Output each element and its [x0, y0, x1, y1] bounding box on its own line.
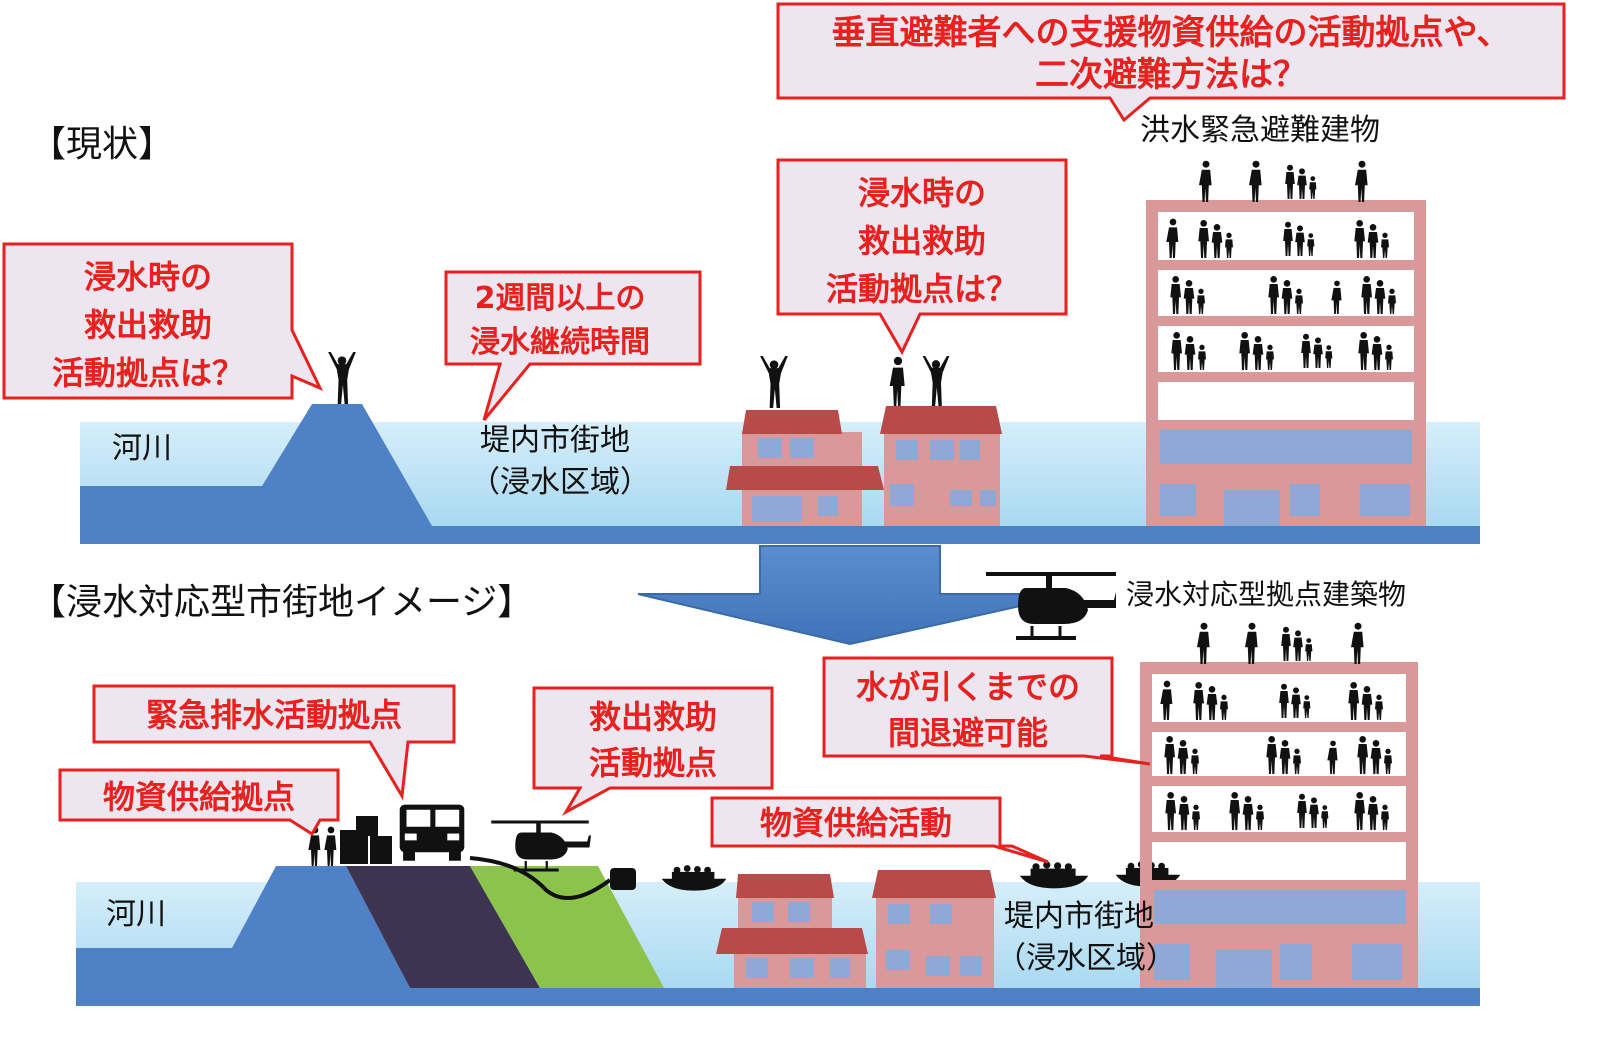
bottom-ground [76, 988, 1480, 1006]
callout-supply-base: 物資供給拠点 [58, 768, 340, 837]
callout-supply-question-line2: 二次避難方法は？ [1035, 55, 1307, 95]
callout-wait-until-recede: 水が引くまでの 間退避可能 [822, 656, 1151, 766]
callout-wait-line2: 間退避可能 [888, 714, 1048, 752]
callout-supply-activity-text: 物資供給活動 [760, 804, 952, 842]
callout-rescue-left-line2: 救出救助 [84, 306, 212, 344]
bottom-levee-green [470, 866, 664, 988]
bottom-district-label-1: 堤内市街地 [1004, 899, 1154, 934]
callout-supply-question: 垂直避難者への支援物資供給の活動拠点や、 二次避難方法は？ [776, 2, 1566, 123]
house-middle [880, 406, 1002, 526]
pump-outlet [610, 868, 636, 890]
person-icon [760, 356, 788, 408]
person-icon [922, 356, 950, 406]
bottom-district-label-2: （浸水区域） [996, 941, 1176, 976]
drainage-pipe [469, 856, 612, 900]
top-river-label: 河川 [112, 431, 172, 466]
callout-rescue-left-line1: 浸水時の [84, 258, 212, 296]
truck-icon [399, 804, 465, 861]
house-bottom-middle [872, 870, 996, 988]
top-district-label-2: （浸水区域） [470, 465, 650, 500]
evacuation-building [1146, 200, 1426, 526]
callout-wait-line1: 水が引くまでの [856, 668, 1080, 706]
bottom-river [76, 948, 232, 1006]
callout-duration-line2: 浸水継続時間 [470, 325, 650, 360]
heading-current: 【現状】 [30, 124, 174, 165]
person-icon [328, 352, 356, 404]
callout-duration: 2週間以上の 浸水継続時間 [444, 270, 702, 421]
callout-rescue-middle-line1: 浸水時の [858, 174, 986, 212]
callout-rescue-middle-line3: 活動拠点は？ [826, 270, 1018, 308]
bottom-scene: 河川 堤内市街地 （浸水区域） 浸水対応型拠点建築物 緊急排水活動拠点 物資供給… [58, 570, 1480, 1006]
callout-rescue-base-line2: 活動拠点 [589, 744, 717, 782]
top-scene: 河川 堤内市街地 （浸水区域） 洪水緊急避難建物 垂直避難者への支援物資供給の活… [2, 2, 1566, 544]
transition-arrow [637, 545, 1075, 646]
bottom-levee-blue [232, 866, 410, 1006]
house-bottom-left [716, 874, 868, 988]
callout-rescue-base: 救出救助 活動拠点 [532, 686, 774, 816]
callout-rescue-base-line1: 救出救助 [589, 698, 717, 736]
flood-resistant-building [1140, 662, 1418, 988]
callout-rescue-middle: 浸水時の 救出救助 活動拠点は？ [776, 158, 1068, 356]
callout-duration-line1: 2週間以上の [475, 281, 646, 316]
callout-drainage-text: 緊急排水活動拠点 [146, 696, 402, 734]
person-icon [889, 356, 905, 406]
bottom-river-label: 河川 [106, 897, 166, 932]
bottom-building-label: 浸水対応型拠点建築物 [1126, 578, 1406, 611]
callout-rescue-middle-line2: 救出救助 [858, 222, 986, 260]
top-district-label-1: 堤内市街地 [480, 423, 630, 458]
person-icon [324, 826, 337, 866]
callout-drainage: 緊急排水活動拠点 [92, 684, 456, 801]
heading-future: 【浸水対応型市街地イメージ】 [30, 582, 533, 623]
top-levee [262, 404, 432, 544]
callout-rescue-left: 浸水時の 救出救助 活動拠点は？ [2, 242, 324, 400]
callout-supply-activity: 物資供給活動 [710, 796, 1049, 864]
callout-supply-question-line1: 垂直避難者への支援物資供給の活動拠点や、 [832, 13, 1511, 53]
supply-boxes-icon [340, 816, 392, 864]
top-river [80, 486, 262, 544]
helicopter-icon [489, 818, 593, 872]
callout-rescue-left-line3: 活動拠点は？ [52, 354, 244, 392]
house-left [726, 410, 884, 526]
bottom-levee-dark [346, 866, 540, 988]
callout-supply-base-text: 物資供給拠点 [103, 778, 295, 816]
top-building-label: 洪水緊急避難建物 [1140, 113, 1380, 148]
